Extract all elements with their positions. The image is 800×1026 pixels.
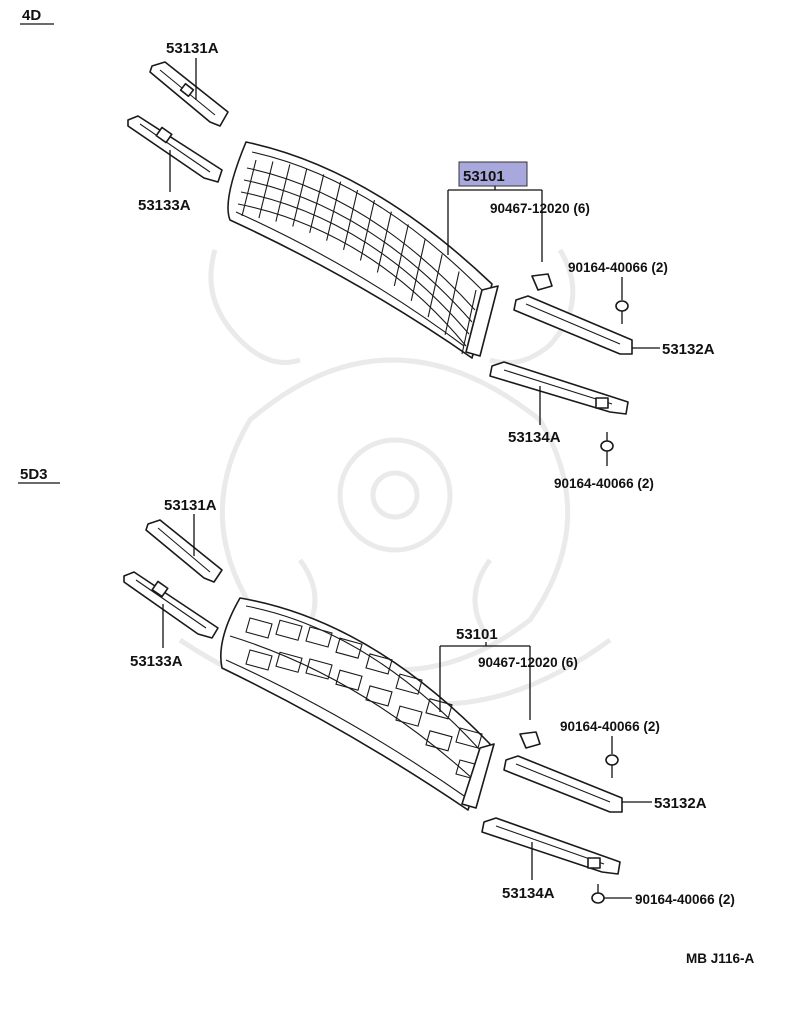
clip-label: 90467-12020 (6) [478,655,578,670]
section-4d: 4D 53131A 53133A 53101 [20,7,715,491]
mesh-line [258,161,274,219]
slat-fin [425,730,453,752]
slat-fin [275,651,303,673]
slat-fin [305,658,333,680]
screw-bottom-label: 90164-40066 (2) [554,476,654,491]
mesh-line [410,238,426,301]
right-lower-bracket-part[interactable] [489,361,629,415]
grille-slats-part[interactable] [220,597,495,811]
slat-fin [275,619,303,641]
mesh-line [243,179,473,323]
right-bracket-label: 53132A [662,341,715,358]
mesh-line [246,167,476,311]
lower-bracket-part[interactable] [123,571,219,639]
screw-top-part[interactable] [615,300,629,324]
grille-label: 53101 [456,626,498,643]
screw-top-label: 90164-40066 (2) [568,260,668,275]
grille-bracket-leader [439,642,531,720]
slat-fin [425,698,453,720]
grille-mesh-part[interactable] [227,141,499,359]
right-lower-bracket-label: 53134A [508,429,561,446]
screw-top-part[interactable] [605,754,619,778]
slat-fin [395,673,423,695]
mesh-line [237,203,467,347]
footer-code: MB J116-A [686,951,755,966]
grille-label-highlight [458,161,528,187]
section-code-4d: 4D [22,7,41,24]
screw-top-label: 90164-40066 (2) [560,719,660,734]
lower-bracket-part[interactable] [127,115,223,183]
upper-bracket-label: 53131A [164,497,217,514]
lower-bracket-label: 53133A [138,197,191,214]
grille-bracket-leader [447,186,543,262]
right-bracket-label: 53132A [654,795,707,812]
upper-bracket-part[interactable] [145,519,223,583]
lower-bracket-label: 53133A [130,653,183,670]
clip-part[interactable] [519,731,541,749]
clip-part[interactable] [531,273,553,291]
section-code-5d3: 5D3 [20,466,48,483]
clip-label: 90467-12020 (6) [490,201,590,216]
slat-fin [365,653,393,675]
slat-fin [335,637,363,659]
right-lower-bracket-part[interactable] [481,817,621,875]
slat-fin [365,685,393,707]
slat-fin [455,727,483,749]
upper-bracket-label: 53131A [166,40,219,57]
slat-fin [245,617,273,639]
upper-bracket-part[interactable] [149,61,229,127]
right-bracket-part[interactable] [513,295,633,355]
right-lower-bracket-label: 53134A [502,885,555,902]
section-5d3: 5D3 53131A 53133A 53101 [18,466,735,907]
screw-bottom-label: 90164-40066 (2) [635,892,735,907]
slat-fin [305,626,333,648]
mesh-line [275,164,291,222]
screw-bottom-part[interactable] [591,884,605,904]
right-bracket-part[interactable] [503,755,623,813]
slat-fin [395,705,423,727]
slat-fin [245,649,273,671]
mesh-line [240,191,470,335]
mesh-line [292,168,308,227]
slat-fin [335,669,363,691]
screw-bottom-part[interactable] [600,432,614,466]
grille-label: 53101 [463,168,505,185]
grille-slat-fins [245,617,483,781]
grille-mesh-grid [237,159,477,355]
